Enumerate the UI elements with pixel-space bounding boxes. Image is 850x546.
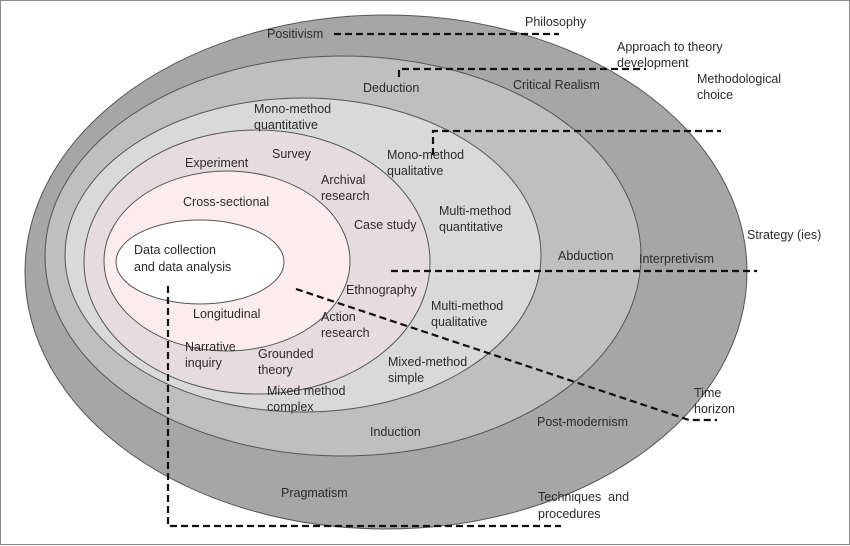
approach-leader-line — [397, 67, 646, 77]
techniques-core — [115, 219, 285, 305]
method-mixed-complex-line1: Mixed method — [267, 384, 346, 398]
strategy-archival-line1: Archival — [321, 173, 365, 187]
strategy-grounded-theory-line1: Grounded — [258, 347, 314, 361]
time-horizon-longitudinal: Longitudinal — [193, 307, 260, 321]
method-mono-quant-line1: Mono-method — [254, 102, 331, 116]
method-mixed-simple-line1: Mixed-method — [388, 355, 467, 369]
strategy-title: Strategy (ies) — [747, 228, 821, 242]
method-mono-quant-line2: quantitative — [254, 118, 318, 132]
methodological-choice-title-line1: Methodological — [697, 72, 781, 86]
time-horizon-title-line2: horizon — [694, 402, 735, 416]
time-horizon-leader-line — [295, 287, 717, 422]
core-line2: and data analysis — [134, 260, 231, 274]
strategy-narrative-inquiry-line1: Narrative — [185, 340, 236, 354]
philosophy-item-post-modernism: Post-modernism — [537, 415, 628, 429]
method-multi-qual-line2: qualitative — [431, 315, 487, 329]
philosophy-title: Philosophy — [525, 15, 587, 29]
techniques-title-line1: Techniques and — [538, 490, 629, 504]
approach-item-deduction: Deduction — [363, 81, 419, 95]
philosophy-item-pragmatism: Pragmatism — [281, 486, 348, 500]
approach-item-induction: Induction — [370, 425, 421, 439]
philosophy-item-interpretivism: Interpretivism — [639, 252, 714, 266]
method-multi-quant-line1: Multi-method — [439, 204, 511, 218]
techniques-leader-line — [166, 286, 561, 528]
method-mixed-complex-line2: complex — [267, 400, 314, 414]
method-multi-quant-line2: quantitative — [439, 220, 503, 234]
techniques-title-line2: procedures — [538, 507, 601, 521]
strategy-survey: Survey — [272, 147, 312, 161]
philosophy-item-positivism: Positivism — [267, 27, 323, 41]
strategy-narrative-inquiry-line2: inquiry — [185, 356, 223, 370]
philosophy-item-critical-realism: Critical Realism — [513, 78, 600, 92]
time-horizon-cross-sectional: Cross-sectional — [183, 195, 269, 209]
method-mono-qual-line2: qualitative — [387, 164, 443, 178]
approach-item-abduction: Abduction — [558, 249, 614, 263]
strategy-action-research-line2: research — [321, 326, 370, 340]
strategy-archival-line2: research — [321, 189, 370, 203]
strategy-ethnography: Ethnography — [346, 283, 418, 297]
strategy-experiment: Experiment — [185, 156, 249, 170]
strategy-case-study: Case study — [354, 218, 417, 232]
approach-title-line2: development — [617, 56, 689, 70]
methodological-choice-leader-line — [431, 129, 721, 155]
strategy-grounded-theory-line2: theory — [258, 363, 293, 377]
time-horizon-title-line1: Time — [694, 386, 721, 400]
method-mixed-simple-line2: simple — [388, 371, 424, 385]
strategy-action-research-line1: Action — [321, 310, 356, 324]
core-line1: Data collection — [134, 243, 216, 257]
approach-title-line1: Approach to theory — [617, 40, 723, 54]
method-mono-qual-line1: Mono-method — [387, 148, 464, 162]
methodological-choice-title-line2: choice — [697, 88, 733, 102]
method-multi-qual-line1: Multi-method — [431, 299, 503, 313]
